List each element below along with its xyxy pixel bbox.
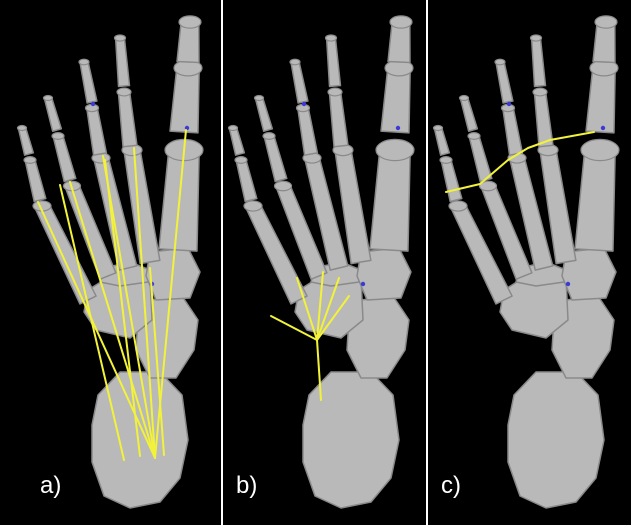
phalanx-3-distal-bone xyxy=(80,61,97,103)
marker-dot xyxy=(91,102,95,106)
phalanx-5-distal-bone xyxy=(230,127,245,155)
phalanx-3-proximal-bone xyxy=(298,107,318,155)
phalanx-3-proximal-bone xyxy=(87,107,107,155)
calcaneus-bone xyxy=(303,372,399,508)
phalanx-3-distal-bone xyxy=(496,61,513,103)
phalanx-3-distal-bone-joint xyxy=(290,59,300,65)
metatarsal-4-bone-joint xyxy=(275,181,292,191)
phalanx-1-distal-bone-joint xyxy=(179,16,201,28)
calcaneus-bone xyxy=(508,372,604,508)
phalanx-5-distal-bone xyxy=(19,127,34,155)
marker-dot xyxy=(302,102,306,106)
panel-label-c: c) xyxy=(441,474,461,498)
phalanx-2-distal-bone xyxy=(116,38,130,87)
panel-label-a: a) xyxy=(40,474,61,498)
phalanx-2-distal-bone-joint xyxy=(531,35,542,41)
phalanx-4-proximal-bone xyxy=(469,135,491,182)
marker-dot xyxy=(361,282,365,286)
foot-bones xyxy=(18,16,204,508)
marker-dot xyxy=(507,102,511,106)
foot-skeleton-a xyxy=(0,0,221,525)
phalanx-2-distal-bone-joint xyxy=(326,35,337,41)
phalanx-2-proximal-bone xyxy=(534,91,553,146)
phalanx-2-proximal-bone xyxy=(118,91,137,146)
phalanx-5-proximal-bone xyxy=(441,159,461,202)
phalanx-2-proximal-bone-joint xyxy=(533,88,547,96)
phalanx-2-proximal-bone-joint xyxy=(117,88,131,96)
metatarsal-1-bone-joint xyxy=(376,139,414,160)
metatarsal-5-bone-joint xyxy=(244,201,262,211)
phalanx-4-distal-bone-joint xyxy=(255,95,264,100)
metatarsal-1-bone-joint xyxy=(581,139,619,160)
phalanx-5-distal-bone-joint xyxy=(229,125,238,130)
panel-a: a) xyxy=(0,0,221,525)
phalanx-1-proximal-bone xyxy=(170,67,199,133)
marker-dot xyxy=(566,282,570,286)
phalanx-1-proximal-bone xyxy=(586,67,615,133)
phalanx-1-proximal-bone xyxy=(381,67,410,133)
phalanx-2-distal-bone-joint xyxy=(115,35,126,41)
phalanx-1-distal-bone-joint xyxy=(390,16,412,28)
phalanx-5-distal-bone-joint xyxy=(434,125,443,130)
foot-bones xyxy=(229,16,415,508)
phalanx-4-distal-bone-joint xyxy=(460,95,469,100)
phalanx-3-distal-bone-joint xyxy=(495,59,505,65)
foot-bones xyxy=(434,16,620,508)
phalanx-4-proximal-bone-joint xyxy=(263,133,275,140)
phalanx-5-proximal-bone-joint xyxy=(440,157,452,164)
phalanx-4-proximal-bone xyxy=(53,135,75,182)
panel-c: c) xyxy=(428,0,631,525)
phalanx-4-proximal-bone-joint xyxy=(52,133,64,140)
metatarsal-1-bone xyxy=(370,149,410,251)
phalanx-4-distal-bone-joint xyxy=(44,95,53,100)
foot-skeleton-c xyxy=(428,0,631,525)
phalanx-5-proximal-bone-joint xyxy=(24,157,36,164)
phalanx-2-proximal-bone xyxy=(329,91,348,146)
phalanx-5-proximal-bone xyxy=(25,159,45,202)
phalanx-2-distal-bone xyxy=(532,38,546,87)
phalanx-1-distal-bone-joint xyxy=(595,16,617,28)
marker-dot xyxy=(601,126,605,130)
phalanx-5-proximal-bone-joint xyxy=(235,157,247,164)
phalanx-4-proximal-bone-joint xyxy=(468,133,480,140)
panel-b: b) xyxy=(223,0,426,525)
phalanx-4-proximal-bone xyxy=(264,135,286,182)
marker-dot xyxy=(396,126,400,130)
metatarsal-5-bone-joint xyxy=(449,201,467,211)
phalanx-3-proximal-bone xyxy=(503,107,523,155)
calcaneus-bone xyxy=(92,372,188,508)
phalanx-5-distal-bone xyxy=(435,127,450,155)
phalanx-4-distal-bone xyxy=(461,97,478,131)
phalanx-2-distal-bone xyxy=(327,38,341,87)
phalanx-4-distal-bone xyxy=(45,97,62,131)
phalanx-3-distal-bone xyxy=(291,61,308,103)
phalanx-5-distal-bone-joint xyxy=(18,125,27,130)
metatarsal-1-bone xyxy=(575,149,615,251)
phalanx-4-distal-bone xyxy=(256,97,273,131)
panel-label-b: b) xyxy=(236,474,257,498)
phalanx-3-distal-bone-joint xyxy=(79,59,89,65)
foot-skeleton-b xyxy=(223,0,426,525)
phalanx-5-proximal-bone xyxy=(236,159,256,202)
phalanx-2-proximal-bone-joint xyxy=(328,88,342,96)
